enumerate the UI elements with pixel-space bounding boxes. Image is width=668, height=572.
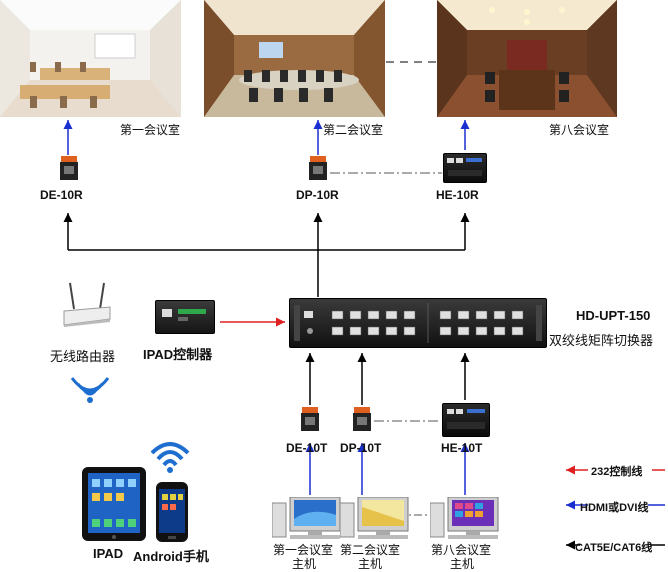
host-1-computer-icon xyxy=(271,496,342,546)
host-8-label-line2: 主机 xyxy=(450,557,475,571)
dp10r-receiver-icon xyxy=(309,156,327,185)
room-8-image xyxy=(437,0,617,117)
he10t-label: HE-10T xyxy=(441,441,483,455)
de10r-label: DE-10R xyxy=(40,188,83,202)
he10r-label: HE-10R xyxy=(436,188,479,202)
ipad-client-label: IPAD xyxy=(93,546,124,561)
room-8-label: 第八会议室 xyxy=(549,123,610,137)
room-1-label: 第一会议室 xyxy=(120,123,181,137)
room-2-image xyxy=(204,0,385,117)
he10r-receiver-icon xyxy=(443,153,487,183)
host-2-label-line1: 第二会议室 xyxy=(340,543,401,557)
legend-video-label: HDMI或DVI线 xyxy=(580,502,649,514)
legend-cat-label: CAT5E/CAT6线 xyxy=(575,542,653,554)
dp10t-transmitter-icon xyxy=(353,407,371,436)
wifi-router-icon xyxy=(70,372,110,413)
host-8-label-line1: 第八会议室 xyxy=(431,543,492,557)
room-1-image xyxy=(0,0,181,117)
wireless-router-icon xyxy=(62,281,112,332)
android-client-label: Android手机 xyxy=(133,549,209,564)
matrix-model-label: HD-UPT-150 xyxy=(576,308,651,323)
matrix-switcher-device xyxy=(289,298,547,348)
he10t-transmitter-icon xyxy=(442,403,490,437)
wireless-router-label: 无线路由器 xyxy=(50,349,116,364)
host-1-label-line1: 第一会议室 xyxy=(273,543,334,557)
host-2-label-line2: 主机 xyxy=(358,557,383,571)
legend-control-label: 232控制线 xyxy=(591,466,643,478)
ipad-controller-label: IPAD控制器 xyxy=(143,347,213,362)
host-8-computer-icon xyxy=(429,496,500,546)
ipad-controller-icon xyxy=(155,300,215,334)
de10r-receiver-icon xyxy=(60,156,78,185)
de10t-label: DE-10T xyxy=(286,441,328,455)
android-phone-icon xyxy=(156,482,188,542)
dp10r-label: DP-10R xyxy=(296,188,339,202)
host-2-computer-icon xyxy=(339,496,410,546)
room-2-label: 第二会议室 xyxy=(323,123,384,137)
host-1-label-line2: 主机 xyxy=(292,557,317,571)
ipad-tablet-icon xyxy=(82,467,146,541)
dp10t-label: DP-10T xyxy=(340,441,382,455)
de10t-transmitter-icon xyxy=(301,407,319,436)
wifi-clients-icon xyxy=(150,437,190,482)
matrix-description-label: 双绞线矩阵切换器 xyxy=(549,333,654,348)
